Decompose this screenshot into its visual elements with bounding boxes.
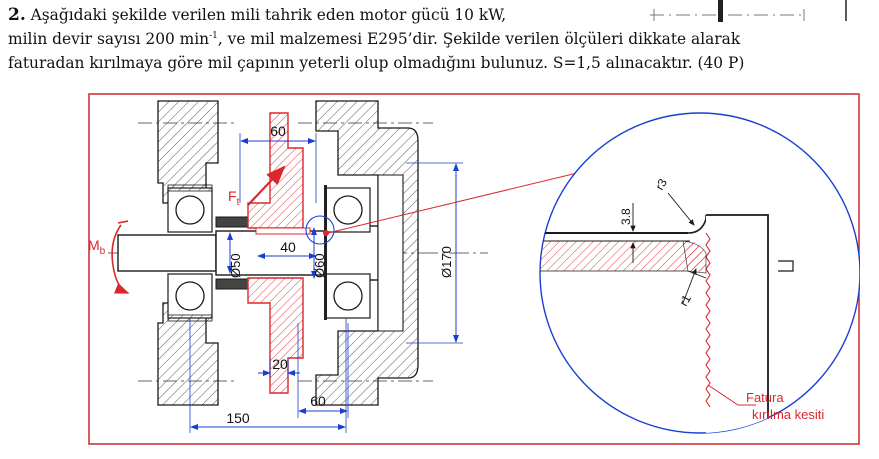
callout-fatura: Fatura (746, 390, 784, 405)
question-text: 2. Aşağıdaki şekilde verilen mili tahrik… (8, 3, 876, 75)
shaft-assembly-section: Mb Ft 60 40 Ø50 Ø60 Ø170 20 60 (88, 100, 599, 433)
dimension-60-bottom: 60 (310, 393, 326, 409)
dimension-40: 40 (280, 239, 296, 255)
technical-drawing: Mb Ft 60 40 Ø50 Ø60 Ø170 20 60 (88, 93, 860, 445)
question-line-2: milin devir sayısı 200 min-1, ve mil mal… (8, 30, 741, 48)
diameter-60: Ø60 (312, 253, 327, 278)
diameter-170: Ø170 (439, 246, 454, 278)
question-number: 2. (8, 5, 26, 25)
question-line-3: faturadan kırılmaya göre mil çapının yet… (8, 54, 745, 72)
dimension-20: 20 (272, 356, 288, 372)
detail-view: 3.8 r3 r1 Fatura kırılma kesiti (539, 112, 860, 434)
dimension-150: 150 (226, 410, 250, 426)
diameter-50: Ø50 (228, 253, 243, 278)
detail-dimension-3-8: 3.8 (619, 208, 633, 225)
dimension-60-top: 60 (270, 123, 286, 139)
previous-figure-fragment (650, 0, 847, 22)
question-line-1: 2. Aşağıdaki şekilde verilen mili tahrik… (8, 5, 507, 25)
callout-kirilma-kesiti: kırılma kesiti (752, 407, 824, 422)
moment-label: Mb (88, 237, 106, 257)
force-label: Ft (228, 188, 240, 208)
